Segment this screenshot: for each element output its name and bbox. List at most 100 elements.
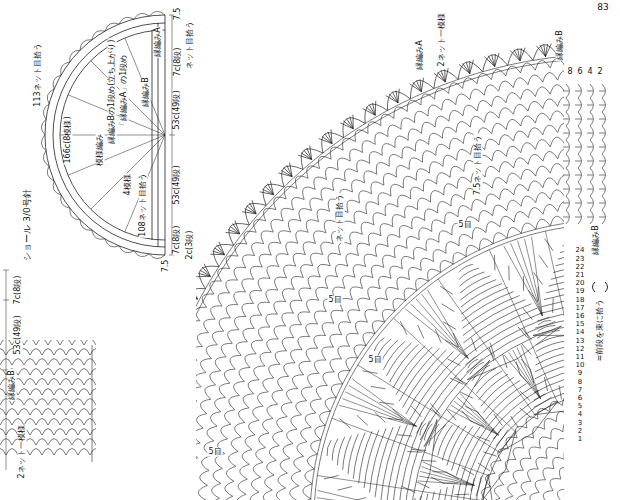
chart-label: 53c(49段) (14, 315, 23, 356)
main-chart (196, 40, 564, 500)
row-number: 13 (575, 338, 586, 346)
legend-symbol (593, 282, 608, 292)
chart-label: 縁編みB (592, 224, 601, 256)
chain-mesh (196, 56, 564, 500)
chart-label: 7c(8段) (14, 275, 23, 306)
band-arc (196, 58, 564, 500)
chart-label: 53c(49段) (173, 165, 182, 206)
chain-mesh (539, 449, 564, 500)
legend-text: =前段を束に拾う (596, 298, 605, 363)
chain-mesh (515, 425, 564, 500)
chart-label: 2ネット一模様 (18, 424, 27, 479)
chart-label: 4 (586, 68, 593, 77)
row-number: 20 (575, 280, 586, 288)
chart-label: 縁編みA (416, 39, 425, 70)
pineapple-motif (412, 408, 519, 500)
chart-label: 5目 (327, 296, 342, 305)
chart-label: ネット目拾う (336, 193, 345, 243)
chart-label: 8 (566, 68, 573, 77)
row-number: 9 (577, 371, 583, 379)
row-number: 17 (575, 305, 586, 313)
chain-mesh (551, 461, 564, 500)
pineapple-motif (400, 463, 494, 500)
chain-mesh (276, 186, 564, 500)
chain-mesh (503, 413, 564, 500)
chart-label: 5目 (457, 221, 472, 230)
body-arc (60, 30, 165, 240)
row-number: 7 (577, 387, 583, 395)
chart-label: 7c(8段) (174, 47, 183, 78)
chart-label: 7.5 (174, 7, 183, 22)
row-number: 4 (577, 412, 583, 420)
chain-mesh (196, 95, 564, 500)
row-number: 24 (575, 248, 586, 256)
row-number: 6 (577, 395, 583, 403)
chain-mesh (196, 82, 564, 500)
chart-label: 83 (596, 3, 609, 13)
row-number: 10 (575, 362, 586, 370)
pattern-divisions (60, 38, 165, 232)
schematic-scallop (41, 11, 165, 258)
pineapple-motif (455, 347, 562, 456)
chart-label: 5目 (367, 356, 382, 365)
chart-label: 7c(8段) (173, 225, 182, 256)
row-number: 1 (577, 436, 583, 444)
row-number: 11 (575, 354, 586, 362)
band-arc (314, 224, 564, 500)
chart-label: 5目 (207, 448, 222, 457)
chart-label: 7.5ネット目拾う (474, 134, 483, 197)
generated-chart (0, 11, 620, 500)
pineapple-motif (440, 255, 564, 384)
outer-arc (45, 15, 165, 255)
chart-label: 108ネット目拾う (139, 172, 148, 237)
chart-label: 縁編みBの1段め(立ち上がり) (108, 39, 117, 146)
chart-label: 4模様 (124, 173, 133, 196)
chain-mesh (250, 160, 564, 500)
stitch-fan (316, 231, 564, 500)
chart-label: 縁編みA (154, 26, 163, 57)
chart-label: 2 (596, 68, 603, 77)
row-number: 18 (575, 297, 586, 305)
chart-title: ショール 3/0号針 (23, 188, 33, 261)
chain-mesh (224, 134, 564, 500)
chain-mesh (563, 473, 564, 500)
row-number: 2 (577, 428, 583, 436)
edging-b-chart (0, 340, 96, 462)
chart-label: 模様編み (96, 133, 105, 167)
chain-mesh (527, 437, 564, 500)
chain-mesh (237, 147, 564, 500)
edging-b-chart (563, 84, 606, 224)
edging-stitches (563, 84, 606, 224)
chain-mesh (196, 69, 564, 500)
band-arc (53, 23, 165, 247)
row-number: 23 (575, 256, 586, 264)
scallop-edge (196, 40, 564, 500)
chart-label: 「縁編みA」の1段め (120, 54, 129, 131)
row-number: 16 (575, 313, 586, 321)
chart-label: 6 (576, 68, 583, 77)
chart-label: 縁編みB (142, 76, 151, 108)
chart-label: 縁編みB (556, 29, 565, 61)
chart-label: 2ネット一模様 (438, 12, 447, 67)
chart-label: 縁編みB (8, 369, 17, 401)
row-number: 21 (575, 272, 586, 280)
chain-mesh (0, 340, 96, 462)
row-number: 14 (575, 330, 586, 338)
band-arc (196, 54, 564, 500)
row-number: 15 (575, 321, 586, 329)
row-number: 19 (575, 289, 586, 297)
chain-mesh (198, 108, 564, 500)
chart-label: ネット目拾う (186, 20, 195, 70)
chart-label: 53c(49段) (173, 90, 182, 131)
row-number: 5 (577, 403, 583, 411)
row-number: 8 (577, 379, 583, 387)
chain-mesh (211, 121, 564, 500)
row-number: 22 (575, 264, 586, 272)
chart-label: 166c(8模様) (64, 116, 73, 165)
row-number: 3 (577, 420, 583, 428)
chart-label: 7.5 (162, 259, 171, 274)
row-number: 12 (575, 346, 586, 354)
chart-label: 113ネット目拾う (34, 42, 43, 107)
